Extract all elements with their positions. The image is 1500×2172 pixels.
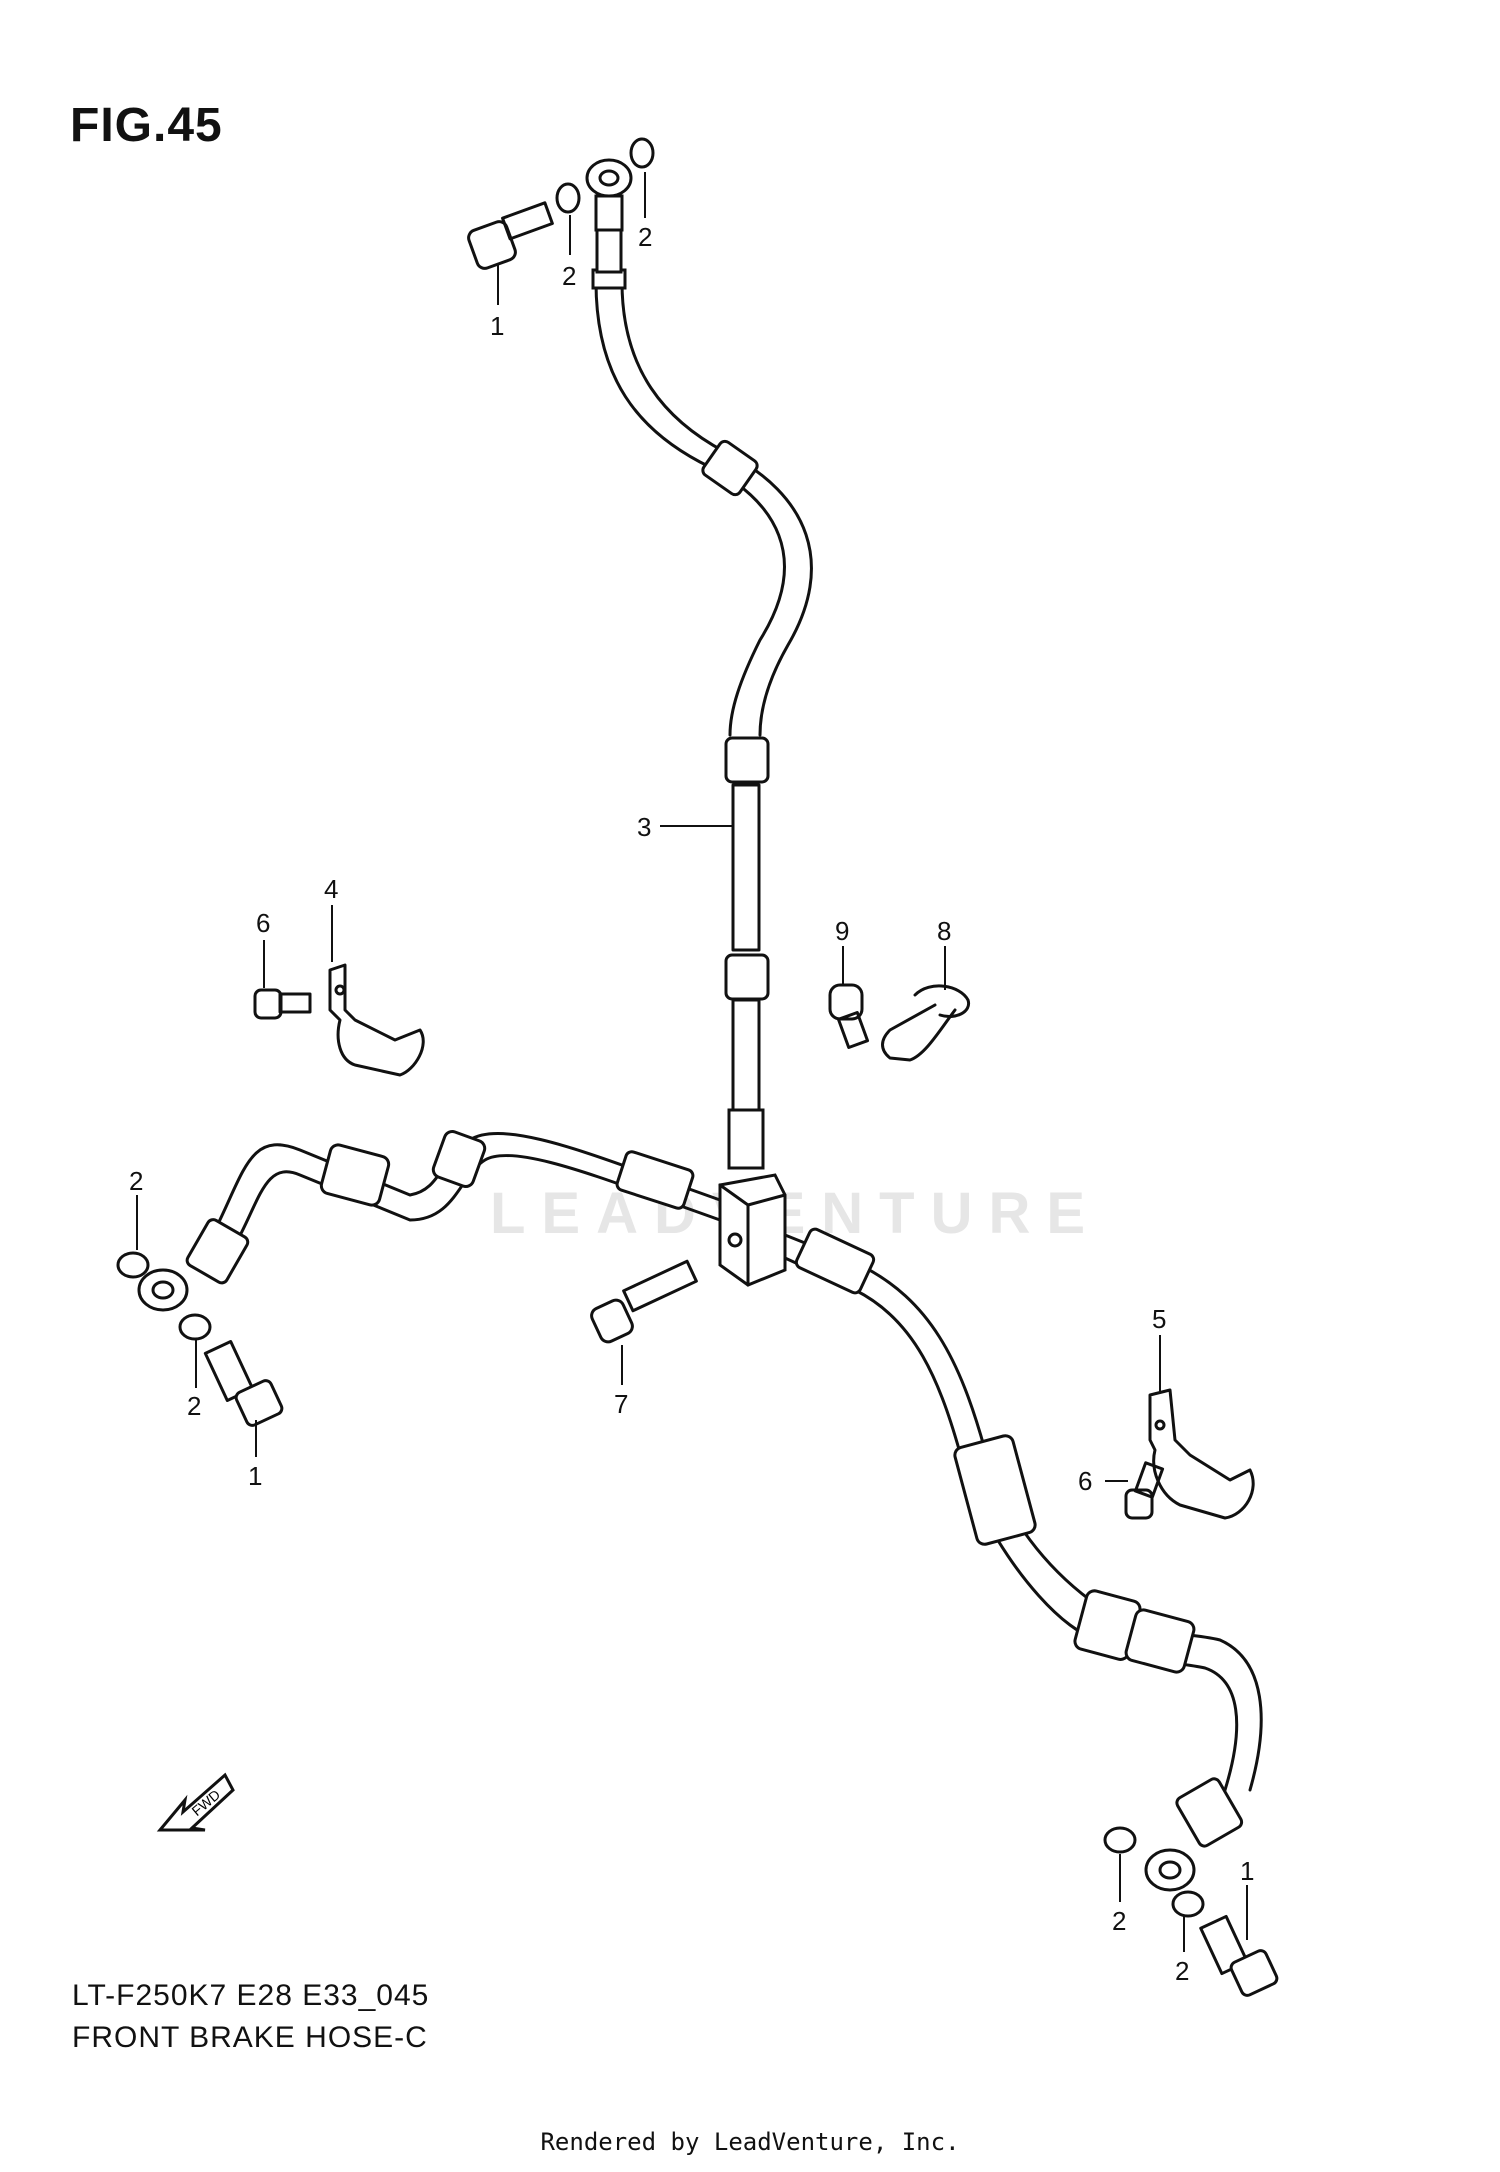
clamp-right [1148, 1388, 1255, 1520]
callout-clip-bolt: 9 [835, 916, 849, 946]
callout-right-bolt: 1 [1240, 1856, 1254, 1886]
figure-caption: FRONT BRAKE HOSE-C [72, 2021, 428, 2054]
callout-main-hose: 3 [637, 812, 651, 842]
callout-top-washer-right: 2 [638, 222, 652, 252]
hose-clip [881, 984, 971, 1062]
left-banjo-bolt [203, 1340, 284, 1427]
callout-bolt-clamp-right: 6 [1078, 1466, 1092, 1496]
callout-right-washer-lower: 2 [1175, 1956, 1189, 1986]
callout-left-washer-upper: 2 [129, 1166, 143, 1196]
clip-bolt [828, 983, 870, 1050]
top-washer-left [555, 182, 581, 214]
leader-lines [136, 172, 1248, 1952]
rendered-by-credit: Rendered by LeadVenture, Inc. [540, 2128, 960, 2156]
left-washer-upper [116, 1251, 150, 1279]
right-banjo-bolt [1199, 1914, 1279, 1997]
callout-clip: 8 [937, 916, 951, 946]
junction-block [718, 1173, 787, 1287]
callout-right-washer-upper: 2 [1112, 1906, 1126, 1936]
callout-clamp-left: 4 [324, 874, 338, 904]
callout-numbers: 1 2 2 3 4 6 9 8 5 6 7 2 2 1 2 2 1 [129, 222, 1254, 1986]
joint-bolt [590, 1259, 698, 1344]
left-brake-hose [137, 1130, 722, 1312]
right-washer-lower [1171, 1890, 1205, 1918]
top-banjo-bolt [467, 201, 554, 270]
bolt-clamp-left [253, 988, 312, 1020]
fwd-arrow: FWD [156, 1772, 235, 1832]
callout-clamp-right: 5 [1152, 1304, 1166, 1334]
callout-top-bolt: 1 [490, 311, 504, 341]
callout-left-bolt: 1 [248, 1461, 262, 1491]
left-washer-lower [178, 1313, 212, 1341]
top-washer-right [629, 137, 655, 169]
right-washer-upper [1103, 1826, 1137, 1854]
callout-left-washer-lower: 2 [187, 1391, 201, 1421]
model-code: LT-F250K7 E28 E33_045 [72, 1979, 430, 2012]
callout-joint-bolt: 7 [614, 1389, 628, 1419]
callout-top-washer-left: 2 [562, 261, 576, 291]
clamp-left [328, 963, 425, 1077]
main-brake-hose [585, 158, 813, 1170]
bolt-clamp-right [1124, 1461, 1165, 1520]
callout-bolt-clamp-left: 6 [256, 908, 270, 938]
figure-title: FIG.45 [70, 99, 223, 152]
right-brake-hose [783, 1227, 1263, 1892]
